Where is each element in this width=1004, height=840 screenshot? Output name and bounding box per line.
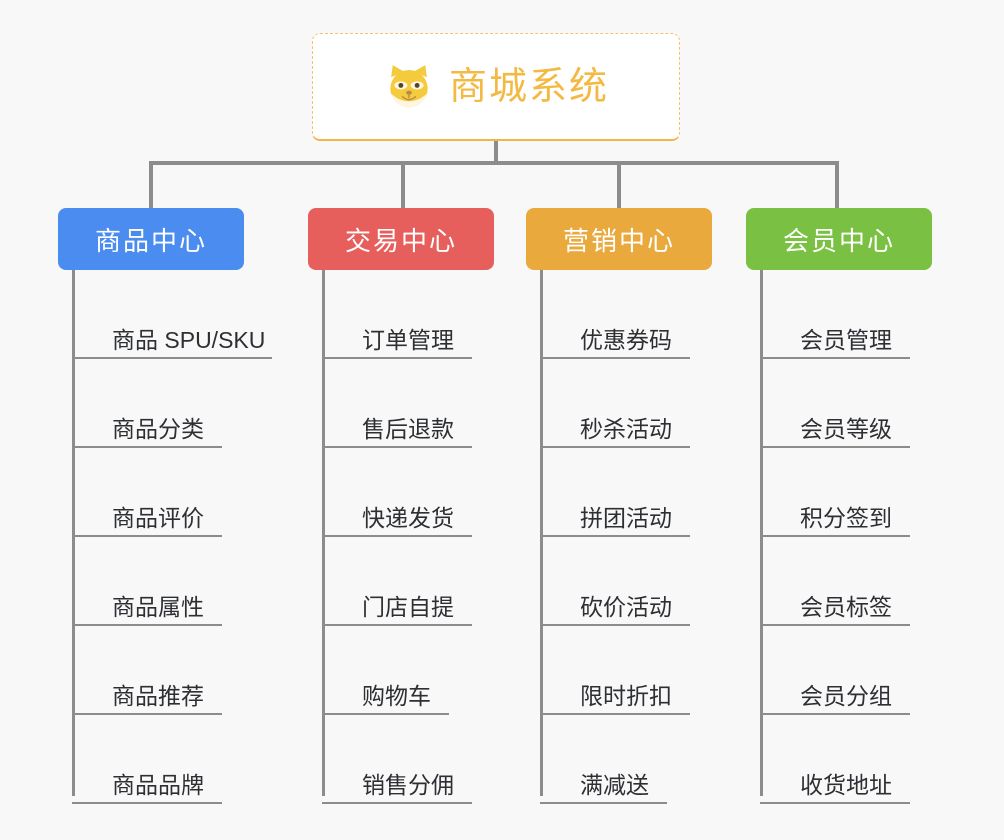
branch-header-trade-center[interactable]: 交易中心 (308, 208, 494, 270)
leaf-label: 收货地址 (800, 771, 892, 798)
branch-drop-connector-3 (835, 161, 839, 209)
branch-column-product-center: 商品中心 商品 SPU/SKU 商品分类 商品评价 商品属性 商品推荐 (58, 208, 272, 804)
branch-column-member-center: 会员中心 会员管理 会员等级 积分签到 会员标签 会员分组 (746, 208, 932, 804)
leaf-rule (760, 713, 910, 715)
leaf-rule (540, 624, 690, 626)
leaf-label: 商品分类 (112, 415, 204, 442)
list-item[interactable]: 商品 SPU/SKU (72, 270, 272, 359)
branch-spine-connector (322, 270, 325, 796)
leaf-rule (760, 535, 910, 537)
branch-items-product-center: 商品 SPU/SKU 商品分类 商品评价 商品属性 商品推荐 商品品牌 (72, 270, 272, 804)
leaf-label: 会员管理 (800, 326, 892, 353)
list-item[interactable]: 快递发货 (322, 448, 494, 537)
leaf-rule (322, 446, 472, 448)
branch-header-member-center[interactable]: 会员中心 (746, 208, 932, 270)
list-item[interactable]: 购物车 (322, 626, 494, 715)
leaf-rule (540, 446, 690, 448)
leaf-rule (72, 535, 222, 537)
leaf-rule (322, 624, 472, 626)
list-item[interactable]: 满减送 (540, 715, 712, 804)
branch-spine-connector (760, 270, 763, 796)
root-title: 商城系统 (448, 65, 609, 108)
trunk-stem-connector (494, 141, 498, 165)
leaf-label: 商品 SPU/SKU (112, 326, 266, 353)
shiba-dog-face-icon (383, 61, 435, 113)
branch-drop-connector-2 (617, 161, 621, 209)
branch-drop-connector-1 (401, 161, 405, 209)
list-item[interactable]: 商品评价 (72, 448, 244, 537)
leaf-label: 商品推荐 (112, 682, 204, 709)
leaf-rule (72, 357, 272, 359)
branch-items-marketing-center: 优惠券码 秒杀活动 拼团活动 砍价活动 限时折扣 满减送 (540, 270, 712, 804)
list-item[interactable]: 秒杀活动 (540, 359, 712, 448)
branch-column-marketing-center: 营销中心 优惠券码 秒杀活动 拼团活动 砍价活动 限时折扣 (526, 208, 712, 804)
branch-items-trade-center: 订单管理 售后退款 快递发货 门店自提 购物车 销售分佣 (322, 270, 494, 804)
list-item[interactable]: 砍价活动 (540, 537, 712, 626)
leaf-label: 优惠券码 (580, 326, 672, 353)
list-item[interactable]: 订单管理 (322, 270, 494, 359)
leaf-label: 砍价活动 (580, 593, 672, 620)
list-item[interactable]: 会员等级 (760, 359, 932, 448)
leaf-label: 快递发货 (362, 504, 454, 531)
list-item[interactable]: 销售分佣 (322, 715, 494, 804)
list-item[interactable]: 商品属性 (72, 537, 244, 626)
list-item[interactable]: 商品分类 (72, 359, 244, 448)
root-node[interactable]: 商城系统 (312, 33, 680, 141)
list-item[interactable]: 会员标签 (760, 537, 932, 626)
leaf-rule (322, 802, 472, 804)
leaf-rule (760, 624, 910, 626)
leaf-label: 拼团活动 (580, 504, 672, 531)
leaf-label: 购物车 (362, 682, 431, 709)
branch-header-marketing-center[interactable]: 营销中心 (526, 208, 712, 270)
list-item[interactable]: 优惠券码 (540, 270, 712, 359)
list-item[interactable]: 收货地址 (760, 715, 932, 804)
leaf-label: 限时折扣 (580, 682, 672, 709)
leaf-rule (760, 357, 910, 359)
leaf-rule (760, 446, 910, 448)
leaf-rule (540, 802, 667, 804)
leaf-label: 销售分佣 (362, 771, 454, 798)
branch-drop-connector-0 (149, 161, 153, 209)
leaf-label: 门店自提 (362, 593, 454, 620)
list-item[interactable]: 商品品牌 (72, 715, 244, 804)
leaf-rule (540, 357, 690, 359)
list-item[interactable]: 会员分组 (760, 626, 932, 715)
leaf-rule (72, 802, 222, 804)
list-item[interactable]: 商品推荐 (72, 626, 244, 715)
list-item[interactable]: 会员管理 (760, 270, 932, 359)
list-item[interactable]: 拼团活动 (540, 448, 712, 537)
branch-column-trade-center: 交易中心 订单管理 售后退款 快递发货 门店自提 购物车 (308, 208, 494, 804)
leaf-label: 商品属性 (112, 593, 204, 620)
leaf-rule (322, 357, 472, 359)
leaf-label: 积分签到 (800, 504, 892, 531)
leaf-label: 售后退款 (362, 415, 454, 442)
leaf-rule (72, 713, 222, 715)
branch-items-member-center: 会员管理 会员等级 积分签到 会员标签 会员分组 收货地址 (760, 270, 932, 804)
leaf-rule (72, 446, 222, 448)
leaf-label: 满减送 (580, 771, 649, 798)
leaf-rule (540, 535, 690, 537)
leaf-label: 会员等级 (800, 415, 892, 442)
leaf-rule (540, 713, 690, 715)
leaf-label: 商品品牌 (112, 771, 204, 798)
leaf-label: 秒杀活动 (580, 415, 672, 442)
leaf-rule (72, 624, 222, 626)
list-item[interactable]: 门店自提 (322, 537, 494, 626)
branch-header-product-center[interactable]: 商品中心 (58, 208, 244, 270)
leaf-label: 商品评价 (112, 504, 204, 531)
list-item[interactable]: 售后退款 (322, 359, 494, 448)
branch-spine-connector (540, 270, 543, 796)
leaf-label: 订单管理 (362, 326, 454, 353)
leaf-label: 会员分组 (800, 682, 892, 709)
list-item[interactable]: 限时折扣 (540, 626, 712, 715)
branch-spine-connector (72, 270, 75, 796)
leaf-rule (760, 802, 910, 804)
leaf-rule (322, 713, 449, 715)
leaf-rule (322, 535, 472, 537)
list-item[interactable]: 积分签到 (760, 448, 932, 537)
trunk-horizontal-connector (149, 161, 839, 165)
leaf-label: 会员标签 (800, 593, 892, 620)
